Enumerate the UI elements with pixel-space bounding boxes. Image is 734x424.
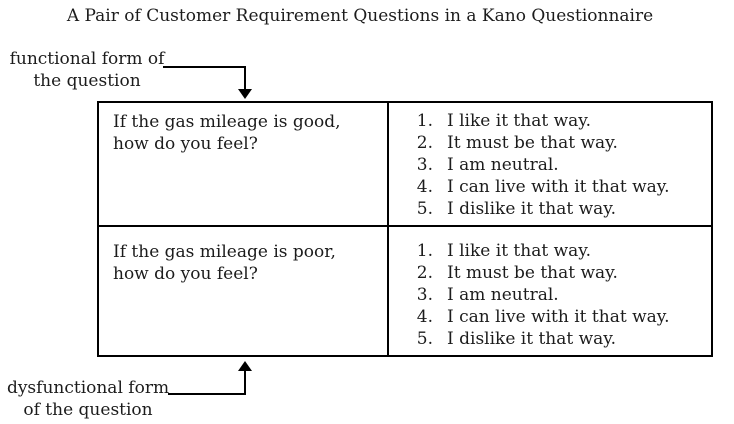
functional-form-label-line1: functional form of <box>9 49 165 69</box>
option-item: 2. It must be that way. <box>415 262 707 284</box>
kano-table: If the gas mileage is good, how do you f… <box>97 101 713 357</box>
option-number: 2. <box>416 263 433 283</box>
option-number: 5. <box>416 329 433 349</box>
dysfunctional-connector-vertical-line <box>244 371 246 395</box>
option-number: 2. <box>416 133 433 153</box>
option-item: 5. I dislike it that way. <box>415 328 707 350</box>
option-number: 5. <box>416 199 433 219</box>
functional-form-label-line2: the question <box>33 71 141 91</box>
option-number: 3. <box>416 155 433 175</box>
option-number: 1. <box>416 241 433 261</box>
dysfunctional-question-line1: If the gas mileage is poor, <box>113 242 336 262</box>
option-text: I am neutral. <box>447 285 559 305</box>
option-item: 3. I am neutral. <box>415 154 707 176</box>
functional-question-line2: how do you feel? <box>113 134 258 154</box>
dysfunctional-options-cell: 1. I like it that way. 2. It must be tha… <box>389 227 711 355</box>
option-item: 3. I am neutral. <box>415 284 707 306</box>
functional-options-cell: 1. I like it that way. 2. It must be tha… <box>389 103 711 227</box>
dysfunctional-form-label: dysfunctional form of the question <box>6 377 170 421</box>
option-number: 4. <box>416 307 433 327</box>
dysfunctional-question-cell: If the gas mileage is poor, how do you f… <box>99 227 389 355</box>
functional-question-line1: If the gas mileage is good, <box>113 112 341 132</box>
arrow-down-icon <box>238 89 252 99</box>
option-item: 2. It must be that way. <box>415 132 707 154</box>
option-number: 4. <box>416 177 433 197</box>
option-text: I can live with it that way. <box>447 177 670 197</box>
option-item: 1. I like it that way. <box>415 110 707 132</box>
functional-connector-horizontal-line <box>163 66 246 68</box>
functional-question-cell: If the gas mileage is good, how do you f… <box>99 103 389 227</box>
option-text: I am neutral. <box>447 155 559 175</box>
option-text: It must be that way. <box>447 263 618 283</box>
functional-form-label: functional form of the question <box>8 48 166 92</box>
option-text: I can live with it that way. <box>447 307 670 327</box>
option-text: I like it that way. <box>447 111 592 131</box>
option-item: 4. I can live with it that way. <box>415 176 707 198</box>
option-text: I like it that way. <box>447 241 592 261</box>
option-item: 4. I can live with it that way. <box>415 306 707 328</box>
option-number: 1. <box>416 111 433 131</box>
arrow-up-icon <box>238 361 252 371</box>
option-item: 5. I dislike it that way. <box>415 198 707 220</box>
option-item: 1. I like it that way. <box>415 240 707 262</box>
dysfunctional-form-label-line2: of the question <box>23 400 153 420</box>
option-number: 3. <box>416 285 433 305</box>
functional-connector-vertical-line <box>244 66 246 91</box>
figure-title: A Pair of Customer Requirement Questions… <box>66 6 654 26</box>
option-text: It must be that way. <box>447 133 618 153</box>
dysfunctional-connector-horizontal-line <box>168 393 246 395</box>
dysfunctional-form-label-line1: dysfunctional form <box>6 378 170 398</box>
option-text: I dislike it that way. <box>447 329 617 349</box>
dysfunctional-question-line2: how do you feel? <box>113 264 258 284</box>
option-text: I dislike it that way. <box>447 199 617 219</box>
